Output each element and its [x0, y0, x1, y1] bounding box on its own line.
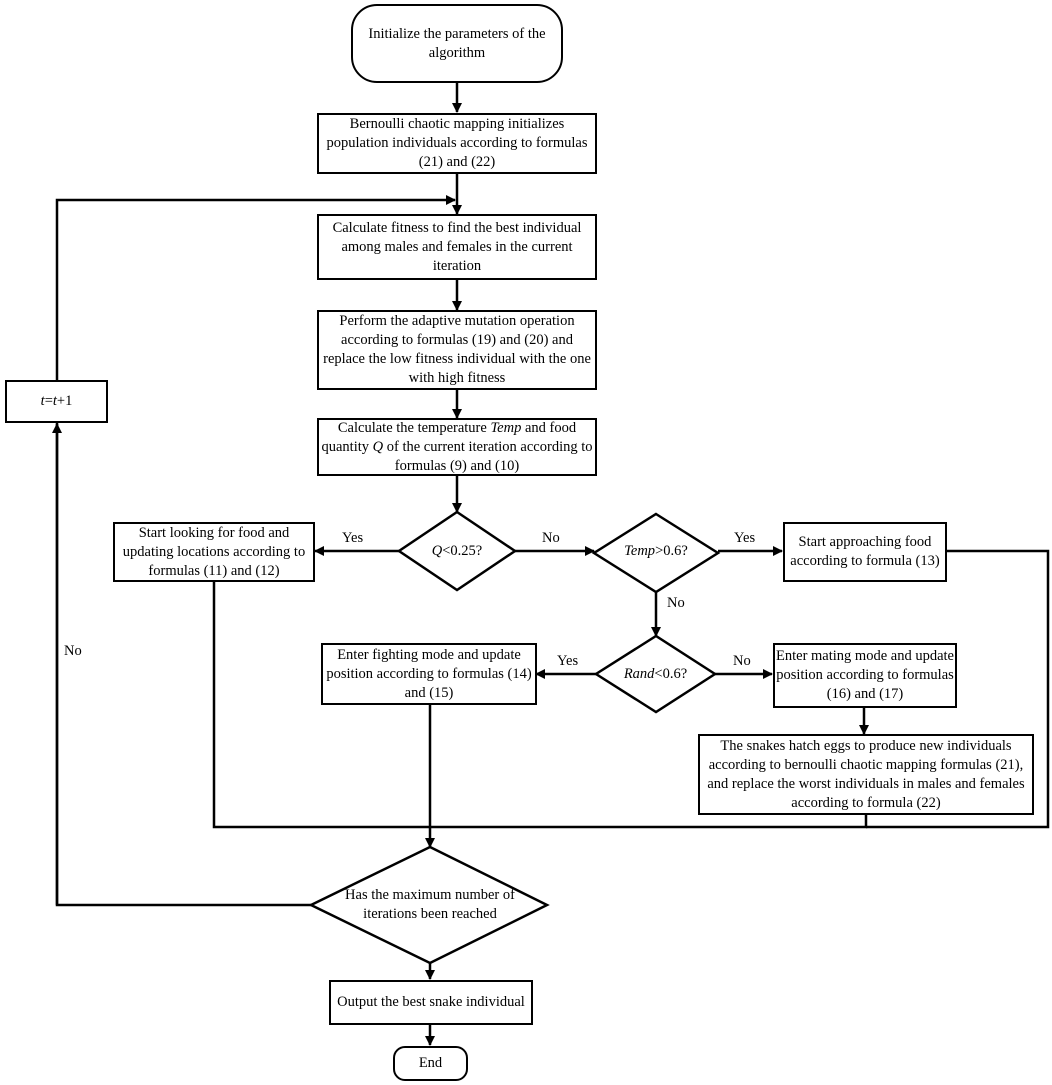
edge-label-rand-no: No [733, 653, 751, 669]
decision-q-diamond [396, 510, 518, 592]
adaptive-mutation-node: Perform the adaptive mutation operation … [317, 310, 597, 390]
temp-food-node: Calculate the temperature Temp and food … [317, 418, 597, 476]
hatch-text: The snakes hatch eggs to produce new ind… [707, 737, 1025, 811]
decision-rand-diamond [593, 634, 718, 714]
bernoulli-init-node: Bernoulli chaotic mapping initializes po… [317, 113, 597, 174]
look-food-node: Start looking for food and updating loca… [113, 522, 315, 582]
calc-fitness-node: Calculate fitness to find the best indiv… [317, 214, 597, 280]
decision-rand-label: Rand<0.6? [623, 665, 688, 682]
fighting-node: Enter fighting mode and update position … [321, 643, 537, 705]
adaptive-mutation-text: Perform the adaptive mutation operation … [323, 313, 591, 386]
temp-food-text: Calculate the temperature Temp and food … [321, 419, 593, 474]
mating-node: Enter mating mode and update position ac… [773, 643, 957, 708]
start-node: Initialize the parameters of the algorit… [351, 4, 563, 83]
decision-q-label: Q<0.25? [431, 542, 483, 559]
decision-max-iter-diamond [308, 845, 550, 965]
t-increment-node: t=t+1 [5, 380, 108, 423]
edge-label-loop-no: No [64, 643, 82, 659]
hatch-node: The snakes hatch eggs to produce new ind… [698, 734, 1034, 815]
decision-temp-label: Temp>0.6? [624, 542, 688, 559]
approach-food-node: Start approaching food according to form… [783, 522, 947, 582]
output-best-text: Output the best snake individual [337, 994, 525, 1010]
edge-label-temp-yes: Yes [734, 530, 756, 546]
edge-label-q-yes: Yes [342, 530, 364, 546]
edge-label-temp-no: No [667, 595, 685, 611]
start-text: Initialize the parameters of the algorit… [368, 25, 546, 61]
end-text: End [418, 1055, 443, 1071]
decision-temp-diamond [591, 512, 721, 594]
end-node: End [393, 1046, 468, 1081]
decision-max-iter-label: Has the maximum number of iterations bee… [345, 887, 515, 922]
calc-fitness-text: Calculate fitness to find the best indiv… [332, 219, 582, 274]
look-food-text: Start looking for food and updating loca… [122, 524, 306, 579]
t-increment-text: t=t+1 [40, 393, 73, 409]
output-best-node: Output the best snake individual [329, 980, 533, 1025]
fighting-text: Enter fighting mode and update position … [326, 646, 532, 701]
approach-food-text: Start approaching food according to form… [790, 534, 940, 569]
bernoulli-init-text: Bernoulli chaotic mapping initializes po… [326, 116, 588, 170]
edge-label-rand-yes: Yes [557, 653, 579, 669]
mating-text: Enter mating mode and update position ac… [776, 648, 954, 702]
edge-label-q-no: No [542, 530, 560, 546]
